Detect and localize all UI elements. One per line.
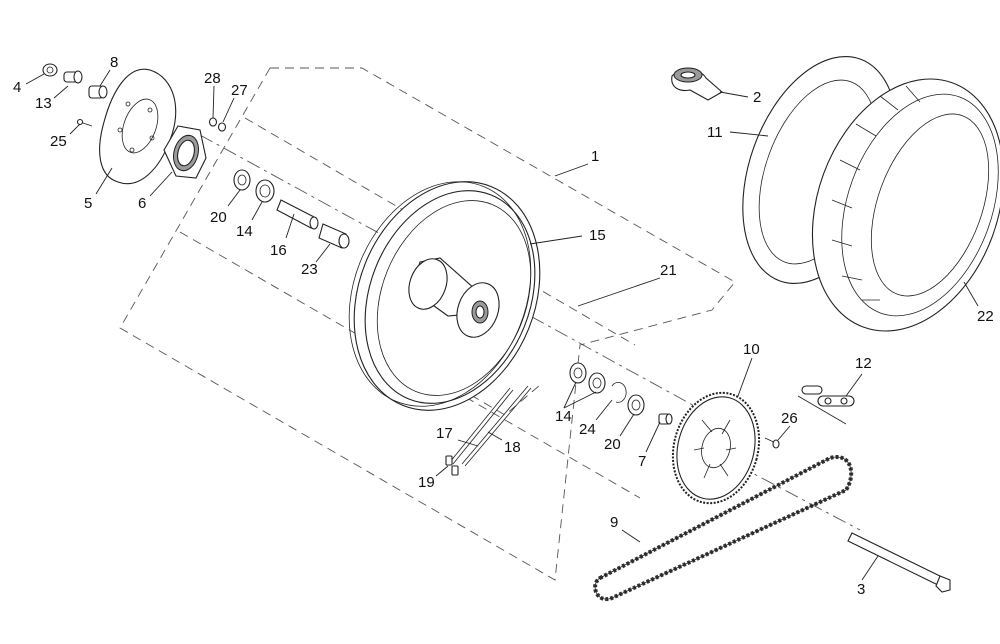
callout-10: 10 bbox=[743, 341, 760, 358]
bearing-14-right-a bbox=[569, 362, 587, 384]
assembly-boundary-1 bbox=[119, 67, 736, 581]
chain-link-12 bbox=[797, 385, 855, 425]
axle-3 bbox=[847, 532, 951, 593]
callout-28: 28 bbox=[204, 70, 221, 87]
circlip-24 bbox=[611, 382, 627, 403]
callout-1: 1 bbox=[591, 148, 599, 165]
callout-11: 11 bbox=[707, 124, 723, 141]
callout-16: 16 bbox=[270, 242, 287, 259]
callout-24: 24 bbox=[579, 421, 596, 438]
spacer-13 bbox=[63, 70, 83, 84]
callout-8: 8 bbox=[110, 54, 118, 71]
callout-labels: 1 2 3 4 5 6 7 8 9 10 11 12 13 14 14 15 1… bbox=[13, 54, 994, 598]
bolt-25 bbox=[76, 118, 93, 127]
spoke-17 bbox=[449, 387, 514, 465]
tyre-22 bbox=[811, 78, 1000, 332]
callout-7: 7 bbox=[638, 453, 646, 470]
bush-8 bbox=[88, 85, 108, 99]
callout-15: 15 bbox=[589, 227, 606, 244]
callout-17: 17 bbox=[436, 425, 453, 442]
bearing-14-left bbox=[255, 179, 275, 203]
disc-carrier-6 bbox=[163, 125, 207, 179]
seal-20-left bbox=[233, 169, 251, 191]
callout-4: 4 bbox=[13, 79, 21, 96]
spoke-18 bbox=[461, 385, 532, 467]
bearing-14-right-b bbox=[588, 372, 606, 394]
callout-2: 2 bbox=[753, 89, 761, 106]
brake-disc-5 bbox=[99, 68, 177, 185]
spacer-7 bbox=[658, 413, 673, 425]
leader-lines bbox=[25, 69, 979, 581]
wheel-hub bbox=[408, 257, 500, 338]
chain-9 bbox=[593, 455, 854, 602]
callout-26: 26 bbox=[781, 410, 798, 427]
spacer-tube-16 bbox=[276, 199, 319, 230]
spacer-23 bbox=[318, 223, 350, 249]
callout-3: 3 bbox=[857, 581, 865, 598]
nut-27 bbox=[217, 122, 227, 132]
callout-19: 19 bbox=[418, 474, 435, 491]
rim-tape-2 bbox=[671, 67, 723, 101]
washer-28 bbox=[208, 117, 218, 127]
callout-6: 6 bbox=[138, 195, 146, 212]
callout-21: 21 bbox=[660, 262, 677, 279]
callout-20-right: 20 bbox=[604, 436, 621, 453]
callout-12: 12 bbox=[855, 355, 872, 372]
bolt-26 bbox=[764, 437, 780, 449]
callout-27: 27 bbox=[231, 82, 248, 99]
callout-18: 18 bbox=[504, 439, 521, 456]
callout-14-right: 14 bbox=[555, 408, 572, 425]
callout-5: 5 bbox=[84, 195, 92, 212]
callout-9: 9 bbox=[610, 514, 618, 531]
callout-20-left: 20 bbox=[210, 209, 227, 226]
callout-13: 13 bbox=[35, 95, 52, 112]
callout-14-left: 14 bbox=[236, 223, 253, 240]
nut-4 bbox=[42, 63, 58, 77]
callout-23: 23 bbox=[301, 261, 318, 278]
sprocket-10 bbox=[671, 391, 761, 505]
nipple-19 bbox=[445, 455, 459, 476]
callout-25: 25 bbox=[50, 133, 67, 150]
callout-22: 22 bbox=[977, 308, 994, 325]
seal-20-right bbox=[627, 394, 645, 416]
